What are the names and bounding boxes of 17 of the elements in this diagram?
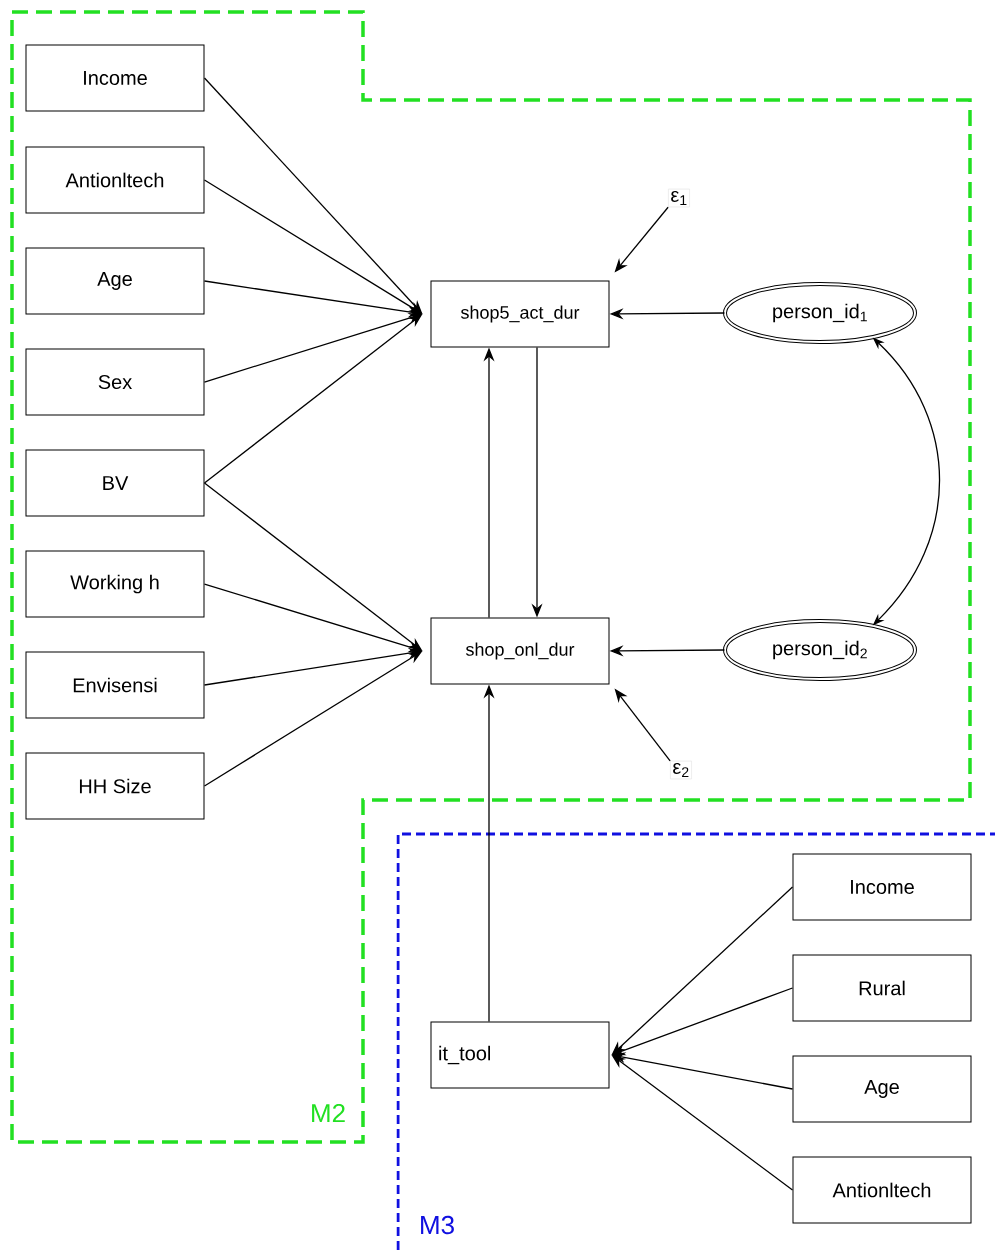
variable-box: Sex <box>25 348 205 416</box>
variable-box: Age <box>792 1055 972 1123</box>
error-term: ε$_{1}$ <box>668 188 690 208</box>
variable-box: Working h <box>25 550 205 618</box>
error-term: ε$_{2}$ <box>670 760 692 780</box>
variable-box: BV <box>25 449 205 517</box>
variable-box: it_tool <box>430 1021 610 1089</box>
variable-box: Income <box>792 853 972 921</box>
variable-box: Rural <box>792 954 972 1022</box>
variable-box: Envisensi <box>25 651 205 719</box>
variable-box: shop5_act_dur <box>430 280 610 348</box>
variable-box: HH Size <box>25 752 205 820</box>
variable-box: Income <box>25 44 205 112</box>
variable-box: shop_onl_dur <box>430 617 610 685</box>
variable-box: Antionltech <box>792 1156 972 1224</box>
variable-box: Age <box>25 247 205 315</box>
variable-box: Antionltech <box>25 146 205 214</box>
